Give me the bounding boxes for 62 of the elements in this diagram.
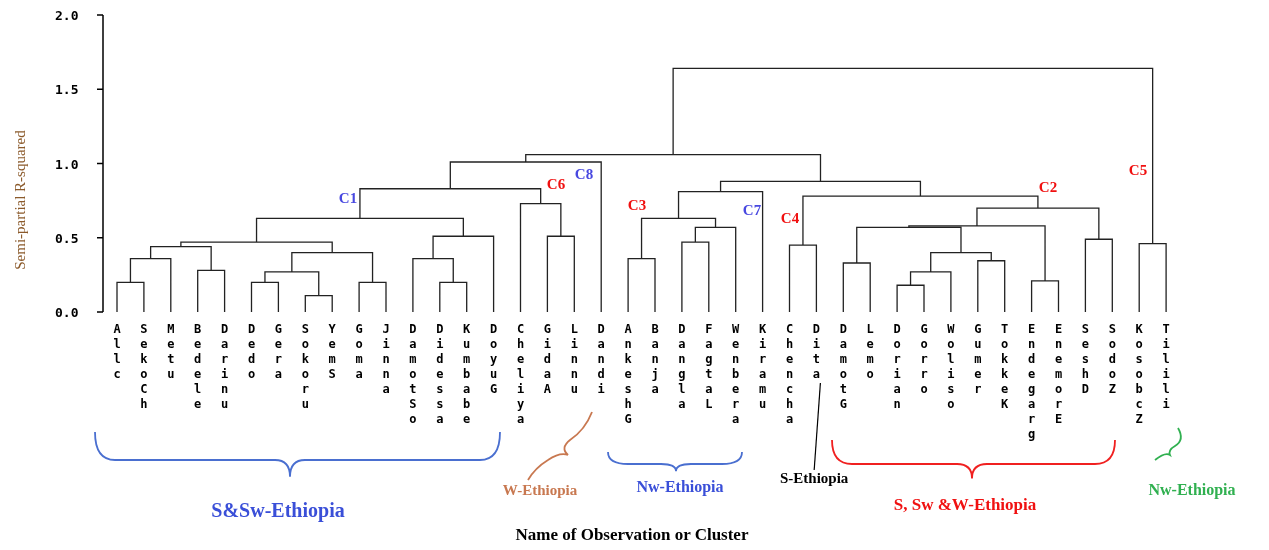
cluster-label: C2 (1038, 178, 1058, 196)
axis-tick-label: 2.0 (55, 7, 79, 23)
leaf-label: KosobcZ (1132, 322, 1147, 427)
leaf-label: Dangla (674, 322, 689, 412)
leaf-label: Gera (271, 322, 286, 382)
leaf-label: DamotG (836, 322, 851, 412)
leaf-label: Darinu (217, 322, 232, 412)
leaf-label: Cheliya (513, 322, 528, 427)
leaf-label: EnemorE (1051, 322, 1066, 427)
leaf-label: Bedele (190, 322, 205, 412)
leaf-label: Dandi (594, 322, 609, 397)
leaf-label: Linnu (567, 322, 582, 397)
leaf-label: Dedo (244, 322, 259, 382)
leaf-label: Woliso (943, 322, 958, 412)
leaf-label: Wenbera (728, 322, 743, 427)
leaf-label: DoyuG (486, 322, 501, 397)
leaf-label: Dita (809, 322, 824, 382)
leaf-label: Goma (352, 322, 367, 382)
region-label: Nw-Ethiopia (636, 478, 724, 496)
leaf-label: SodoZ (1105, 322, 1120, 397)
region-label: W-Ethiopia (502, 481, 578, 499)
leaf-label: Lemo (863, 322, 878, 382)
region-label: S, Sw &W-Ethiopia (893, 495, 1037, 515)
leaf-label: Kumbabe (459, 322, 474, 427)
cluster-label: C1 (338, 189, 358, 207)
leaf-label: Endegarg (1024, 322, 1039, 442)
leaf-label: Sokoru (298, 322, 313, 412)
leaf-label: Tilili (1159, 322, 1174, 412)
axis-tick-label: 1.0 (55, 156, 79, 171)
leaf-label: Dorian (890, 322, 905, 412)
leaf-label: Banja (648, 322, 662, 397)
leaf-label: Gorro (917, 322, 931, 397)
leaf-label: Didessa (432, 322, 447, 427)
leaf-label: YemS (325, 322, 340, 382)
cluster-label: C5 (1128, 161, 1148, 179)
leaf-label: Gumer (970, 322, 985, 397)
leaf-label: DamotSo (405, 322, 420, 427)
axis-tick-label: 1.5 (55, 81, 79, 97)
axis-tick-label: 0.0 (55, 304, 79, 320)
cluster-label: C8 (574, 165, 594, 183)
region-label: Nw-Ethiopia (1148, 481, 1236, 499)
leaf-label: Metu (163, 322, 178, 382)
leader-line (813, 382, 821, 471)
leaf-label: SeshD (1078, 322, 1093, 397)
cluster-label: C4 (780, 209, 800, 227)
leaf-label: Chencha (782, 322, 797, 427)
leaf-label: Kiramu (755, 322, 770, 412)
leaf-label: TokkeK (997, 322, 1012, 412)
leaf-label: FagtaL (701, 322, 716, 412)
cluster-label: C7 (742, 201, 762, 219)
leaf-label: AnkeshG (621, 322, 636, 427)
axis-tick-label: 0.5 (55, 230, 79, 246)
cluster-label: C3 (627, 196, 647, 214)
leaf-label: GidaA (540, 322, 555, 397)
axis-title: Semi-partial R-squared (11, 130, 29, 270)
leaf-label: Jinna (379, 322, 393, 397)
leaf-label: SekoCh (136, 322, 151, 412)
cluster-label: C6 (546, 175, 566, 193)
leaf-label: Allc (110, 322, 124, 382)
region-label: S&Sw-Ethiopia (211, 498, 345, 522)
axis-title: Name of Observation or Cluster (515, 525, 749, 545)
region-label: S-Ethiopia (780, 470, 849, 487)
